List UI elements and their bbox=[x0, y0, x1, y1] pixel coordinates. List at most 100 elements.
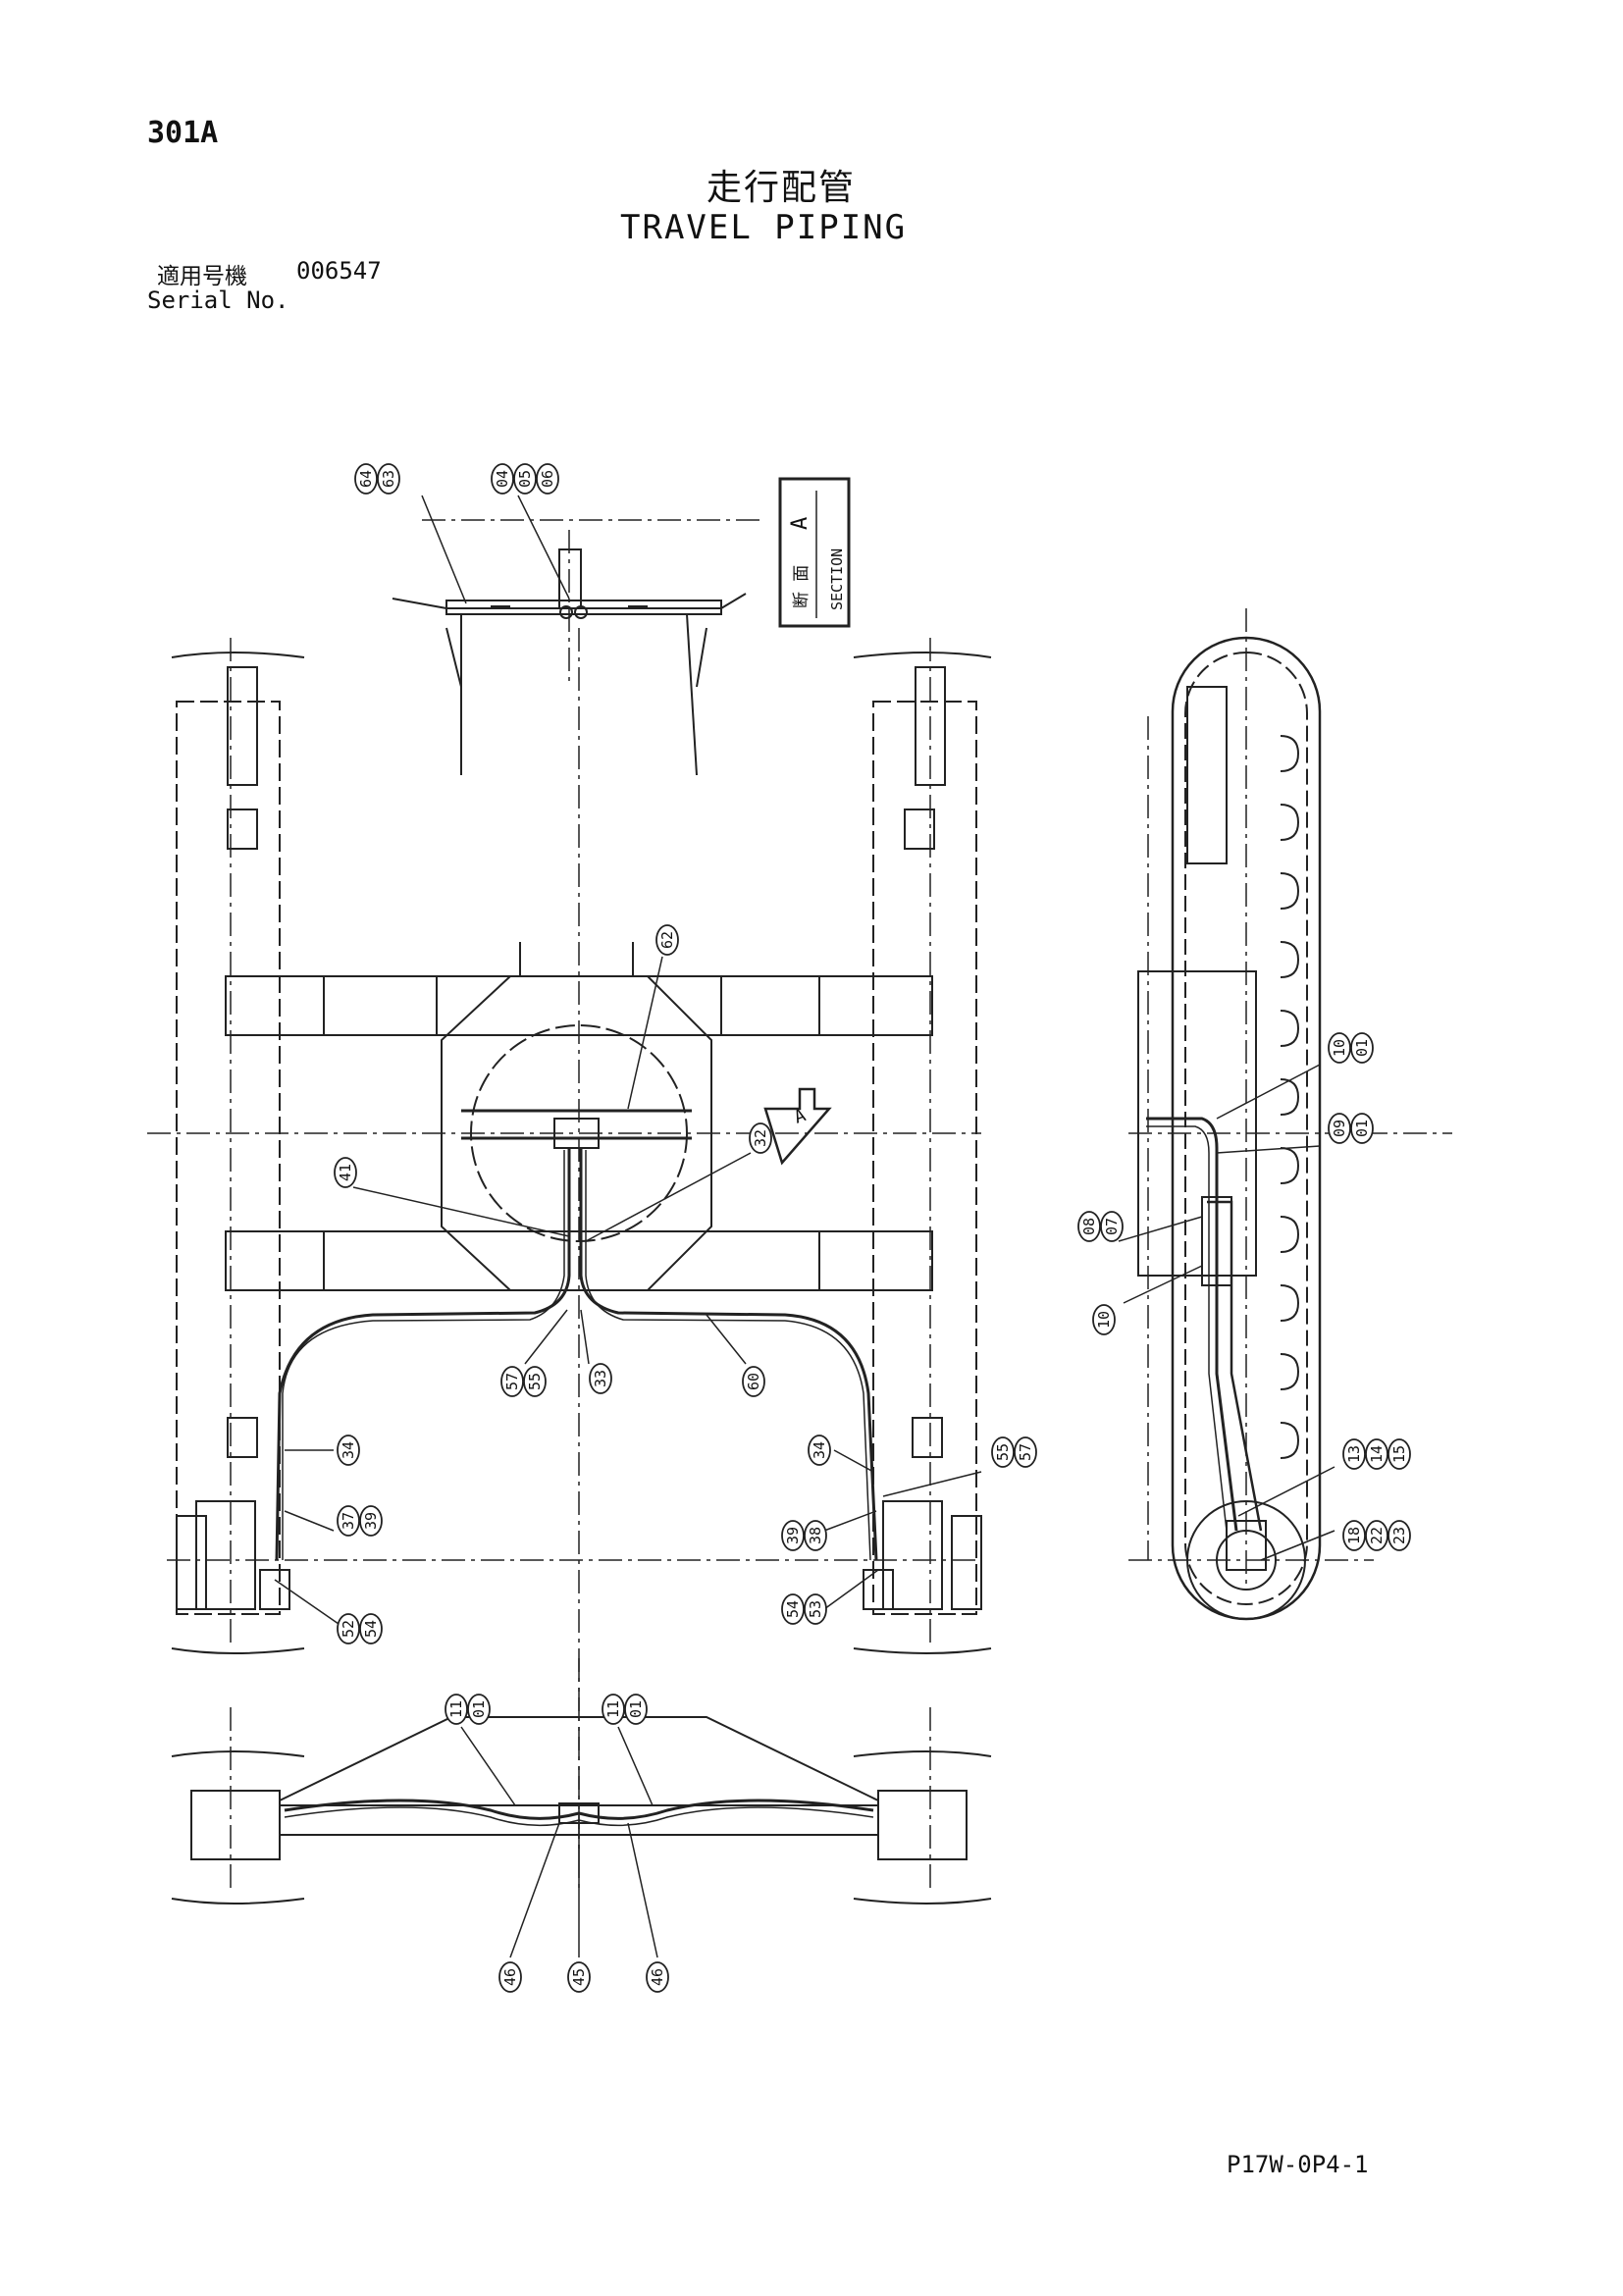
callout-c01c: 01 bbox=[467, 1694, 491, 1725]
callout-label: 34 bbox=[340, 1441, 357, 1459]
callout-label: 32 bbox=[752, 1129, 769, 1147]
callout-c01d: 01 bbox=[624, 1694, 648, 1725]
callout-c09: 09 bbox=[1328, 1113, 1351, 1144]
callout-label: 46 bbox=[501, 1968, 519, 1986]
callout-c11b: 11 bbox=[602, 1694, 625, 1725]
title-english: TRAVEL PIPING bbox=[620, 208, 908, 247]
callout-c06: 06 bbox=[536, 463, 559, 495]
section-a-view bbox=[392, 495, 765, 776]
serial-label-english: Serial No. bbox=[147, 287, 289, 314]
drawing-number: P17W-0P4-1 bbox=[1227, 2151, 1369, 2178]
callout-label: 15 bbox=[1390, 1445, 1408, 1463]
callout-c04: 04 bbox=[491, 463, 514, 495]
callout-c54a: 54 bbox=[359, 1613, 383, 1644]
callout-c18: 18 bbox=[1342, 1520, 1366, 1551]
callout-label: 57 bbox=[503, 1373, 521, 1390]
callout-label: 07 bbox=[1103, 1218, 1121, 1235]
callout-c62: 62 bbox=[655, 924, 679, 956]
callout-c15: 15 bbox=[1387, 1438, 1411, 1470]
callout-label: 39 bbox=[362, 1512, 380, 1530]
callout-label: 54 bbox=[362, 1620, 380, 1638]
callout-c33: 33 bbox=[589, 1363, 612, 1394]
section-a-label-box bbox=[778, 477, 851, 628]
callout-label: 08 bbox=[1080, 1218, 1098, 1235]
callout-label: 14 bbox=[1368, 1445, 1386, 1463]
serial-number-value: 006547 bbox=[296, 257, 382, 285]
callout-label: 18 bbox=[1345, 1527, 1363, 1544]
callout-label: 13 bbox=[1345, 1445, 1363, 1463]
callout-c22: 22 bbox=[1365, 1520, 1388, 1551]
callout-label: 37 bbox=[340, 1512, 357, 1530]
callout-label: 55 bbox=[526, 1373, 544, 1390]
callout-label: 33 bbox=[592, 1370, 609, 1387]
serial-label-japanese: 適用号機 bbox=[157, 264, 247, 289]
callout-c39a: 39 bbox=[359, 1505, 383, 1537]
callout-c55b: 55 bbox=[991, 1436, 1015, 1468]
callout-label: 04 bbox=[494, 470, 511, 488]
view-a-arrow bbox=[763, 1087, 832, 1166]
view-arrow-letter: A bbox=[792, 1105, 810, 1127]
callout-label: 63 bbox=[380, 470, 397, 488]
page-code: 301A bbox=[147, 116, 219, 150]
callout-label: 57 bbox=[1017, 1443, 1034, 1461]
callout-c39b: 39 bbox=[781, 1520, 805, 1551]
callout-c63: 63 bbox=[377, 463, 400, 495]
callout-label: 46 bbox=[649, 1968, 666, 1986]
callout-c41: 41 bbox=[334, 1157, 357, 1188]
callout-c37: 37 bbox=[337, 1505, 360, 1537]
section-label-japanese: 断 面 bbox=[792, 565, 812, 608]
title-japanese: 走行配管 bbox=[707, 168, 857, 208]
callout-c07: 07 bbox=[1100, 1211, 1124, 1242]
callout-label: 10 bbox=[1095, 1311, 1113, 1329]
callout-label: 22 bbox=[1368, 1527, 1386, 1544]
front-elevation-view bbox=[171, 1658, 992, 1958]
callout-c57a: 57 bbox=[500, 1366, 524, 1397]
callout-label: 41 bbox=[337, 1164, 354, 1181]
callout-c34a: 34 bbox=[337, 1435, 360, 1466]
top-plan-view bbox=[147, 628, 992, 1854]
callout-c38: 38 bbox=[804, 1520, 827, 1551]
callout-label: 52 bbox=[340, 1620, 357, 1638]
callout-label: 09 bbox=[1331, 1120, 1348, 1137]
callout-label: 01 bbox=[470, 1700, 488, 1718]
side-elevation-view bbox=[1118, 608, 1452, 1621]
callout-label: 34 bbox=[811, 1441, 828, 1459]
callout-label: 01 bbox=[1353, 1039, 1371, 1057]
callout-c34b: 34 bbox=[808, 1435, 831, 1466]
callout-c54b: 54 bbox=[781, 1593, 805, 1625]
callout-label: 60 bbox=[745, 1373, 762, 1390]
callout-c53: 53 bbox=[804, 1593, 827, 1625]
callout-label: 38 bbox=[807, 1527, 824, 1544]
section-letter: A bbox=[788, 517, 812, 530]
callout-label: 06 bbox=[539, 470, 556, 488]
callout-label: 11 bbox=[447, 1700, 465, 1718]
callout-label: 11 bbox=[604, 1700, 622, 1718]
callout-c23: 23 bbox=[1387, 1520, 1411, 1551]
callout-label: 05 bbox=[516, 470, 534, 488]
callout-c01a: 01 bbox=[1350, 1032, 1374, 1064]
callout-c08: 08 bbox=[1077, 1211, 1101, 1242]
section-label-english: SECTION bbox=[828, 548, 846, 610]
callout-c46b: 46 bbox=[646, 1961, 669, 1993]
callout-c10: 10 bbox=[1328, 1032, 1351, 1064]
callout-c64: 64 bbox=[354, 463, 378, 495]
callout-label: 62 bbox=[658, 931, 676, 949]
callout-label: 53 bbox=[807, 1600, 824, 1618]
callout-label: 10 bbox=[1331, 1039, 1348, 1057]
callout-c14: 14 bbox=[1365, 1438, 1388, 1470]
callout-label: 01 bbox=[627, 1700, 645, 1718]
callout-label: 45 bbox=[570, 1968, 588, 1986]
callout-label: 39 bbox=[784, 1527, 802, 1544]
callout-label: 23 bbox=[1390, 1527, 1408, 1544]
callout-c13: 13 bbox=[1342, 1438, 1366, 1470]
callout-c60: 60 bbox=[742, 1366, 765, 1397]
callout-c55a: 55 bbox=[523, 1366, 547, 1397]
callout-c10b: 10 bbox=[1092, 1304, 1116, 1335]
callout-c57b: 57 bbox=[1014, 1436, 1037, 1468]
callout-c11a: 11 bbox=[445, 1694, 468, 1725]
callout-c46a: 46 bbox=[498, 1961, 522, 1993]
callout-label: 64 bbox=[357, 470, 375, 488]
callout-label: 54 bbox=[784, 1600, 802, 1618]
callout-label: 55 bbox=[994, 1443, 1012, 1461]
